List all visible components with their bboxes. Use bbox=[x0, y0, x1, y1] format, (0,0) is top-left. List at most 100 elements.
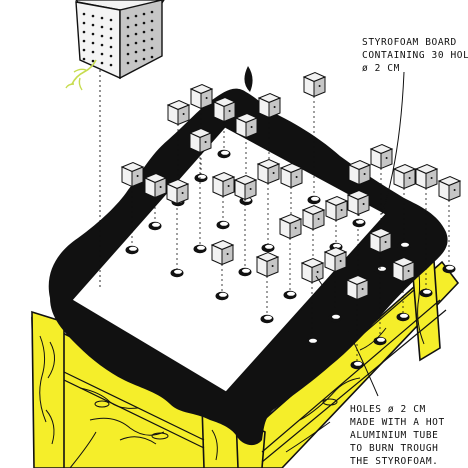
big-cube-left bbox=[76, 2, 120, 78]
seed-plug-icon bbox=[167, 180, 188, 204]
plug-hole bbox=[431, 177, 433, 179]
plug-hole bbox=[228, 185, 230, 187]
board-hole-rim bbox=[287, 292, 295, 296]
board-hole-rim bbox=[197, 246, 205, 250]
holes-annotation-line: HOLES ø 2 CM bbox=[350, 403, 445, 416]
plug-hole bbox=[295, 227, 297, 229]
big-cube-right bbox=[120, 0, 162, 78]
seed-plug-icon bbox=[393, 258, 414, 282]
big-cube-hole bbox=[151, 11, 154, 14]
plug-hole bbox=[229, 110, 231, 112]
big-cube-hole bbox=[110, 46, 113, 49]
board-hole-rim bbox=[129, 247, 137, 251]
plug-hole bbox=[408, 270, 410, 272]
plug-hole bbox=[318, 218, 320, 220]
big-cube-hole bbox=[143, 40, 146, 43]
plug-hole bbox=[317, 271, 319, 273]
seed-plug-icon bbox=[258, 160, 279, 184]
big-cube-hole bbox=[92, 60, 95, 63]
seed-plug-icon bbox=[191, 85, 212, 109]
plug-hole bbox=[250, 188, 252, 190]
plug-hole bbox=[205, 141, 207, 143]
seed-plug-icon bbox=[302, 259, 323, 283]
seed-plug-icon bbox=[259, 94, 280, 118]
board-hole-rim bbox=[354, 362, 362, 366]
big-cube-hole bbox=[127, 53, 130, 56]
seed-plug-icon bbox=[281, 164, 302, 188]
big-cube-hole bbox=[151, 56, 154, 59]
board-hole-rim bbox=[174, 270, 182, 274]
sprout-root bbox=[79, 78, 82, 90]
seed-plug-icon bbox=[348, 191, 369, 215]
big-cube-hole bbox=[83, 49, 86, 52]
seed-plug-icon bbox=[349, 161, 370, 185]
big-cube-hole bbox=[101, 62, 104, 65]
board-annotation: STYROFOAM BOARD CONTAINING 30 HOLES ø 2 … bbox=[362, 36, 468, 75]
big-cube-hole bbox=[135, 33, 138, 36]
holes-annotation-line: THE STYROFOAM. bbox=[350, 455, 445, 468]
big-cube-hole bbox=[101, 26, 104, 29]
plug-hole bbox=[362, 288, 364, 290]
big-cube-hole bbox=[101, 17, 104, 20]
big-cube-hole bbox=[101, 44, 104, 47]
board-annotation-line: ø 2 CM bbox=[362, 62, 468, 75]
seed-plug-icon bbox=[213, 173, 234, 197]
big-cube-hole bbox=[151, 29, 154, 32]
holes-annotation: HOLES ø 2 CM MADE WITH A HOT ALUMINIUM T… bbox=[350, 403, 445, 468]
plug-hole bbox=[227, 253, 229, 255]
seed-plug-icon bbox=[347, 276, 368, 300]
plug-hole bbox=[386, 157, 388, 159]
big-cube-hole bbox=[143, 31, 146, 34]
big-cube-hole bbox=[151, 47, 154, 50]
board-hole-rim bbox=[401, 243, 409, 247]
plug-hole bbox=[137, 175, 139, 177]
holes-annotation-line: MADE WITH A HOT bbox=[350, 416, 445, 429]
board-hole-rim bbox=[377, 338, 385, 342]
board-annotation-line: CONTAINING 30 HOLES bbox=[362, 49, 468, 62]
big-cube-hole bbox=[92, 33, 95, 36]
plug-hole bbox=[182, 192, 184, 194]
board-hole-rim bbox=[333, 244, 341, 248]
plug-hole bbox=[363, 203, 365, 205]
plug-hole bbox=[364, 173, 366, 175]
big-cube-hole bbox=[83, 13, 86, 16]
big-cube-hole bbox=[127, 35, 130, 38]
big-cube-hole bbox=[127, 17, 130, 20]
seed-plug-icon bbox=[304, 73, 325, 97]
board-hole-rim bbox=[309, 339, 317, 343]
big-cube-hole bbox=[135, 51, 138, 54]
board-hole-rim bbox=[311, 197, 319, 201]
big-cube-hole bbox=[92, 15, 95, 18]
plug-hole bbox=[206, 97, 208, 99]
big-cube-hole bbox=[83, 40, 86, 43]
seed-plug-icon bbox=[122, 163, 143, 187]
big-cube-hole bbox=[143, 13, 146, 16]
seed-plug-icon bbox=[190, 129, 211, 153]
big-cube-hole bbox=[127, 26, 130, 29]
seed-plug-icon bbox=[257, 253, 278, 277]
seed-plug-icon bbox=[280, 215, 301, 239]
plug-hole bbox=[274, 106, 276, 108]
seed-plug-icon bbox=[235, 176, 256, 200]
big-cube-hole bbox=[143, 22, 146, 25]
seed-plug-icon bbox=[303, 206, 324, 230]
seed-plug-icon bbox=[416, 165, 437, 189]
sprout-root bbox=[66, 84, 74, 88]
plug-hole bbox=[272, 265, 274, 267]
big-cube-hole bbox=[83, 22, 86, 25]
big-cube-hole bbox=[83, 31, 86, 34]
big-cube-hole bbox=[151, 38, 154, 41]
styrofoam-cube-icon bbox=[76, 0, 164, 78]
big-cube-hole bbox=[110, 28, 113, 31]
seed-plug-icon bbox=[145, 174, 166, 198]
big-cube-hole bbox=[110, 37, 113, 40]
plug-hole bbox=[296, 176, 298, 178]
seed-plug-icon bbox=[214, 98, 235, 122]
big-cube-hole bbox=[135, 42, 138, 45]
big-cube-hole bbox=[110, 64, 113, 67]
plug-hole bbox=[183, 113, 185, 115]
seed-plug-icon bbox=[236, 114, 257, 138]
big-cube-hole bbox=[135, 60, 138, 63]
plug-hole bbox=[341, 209, 343, 211]
